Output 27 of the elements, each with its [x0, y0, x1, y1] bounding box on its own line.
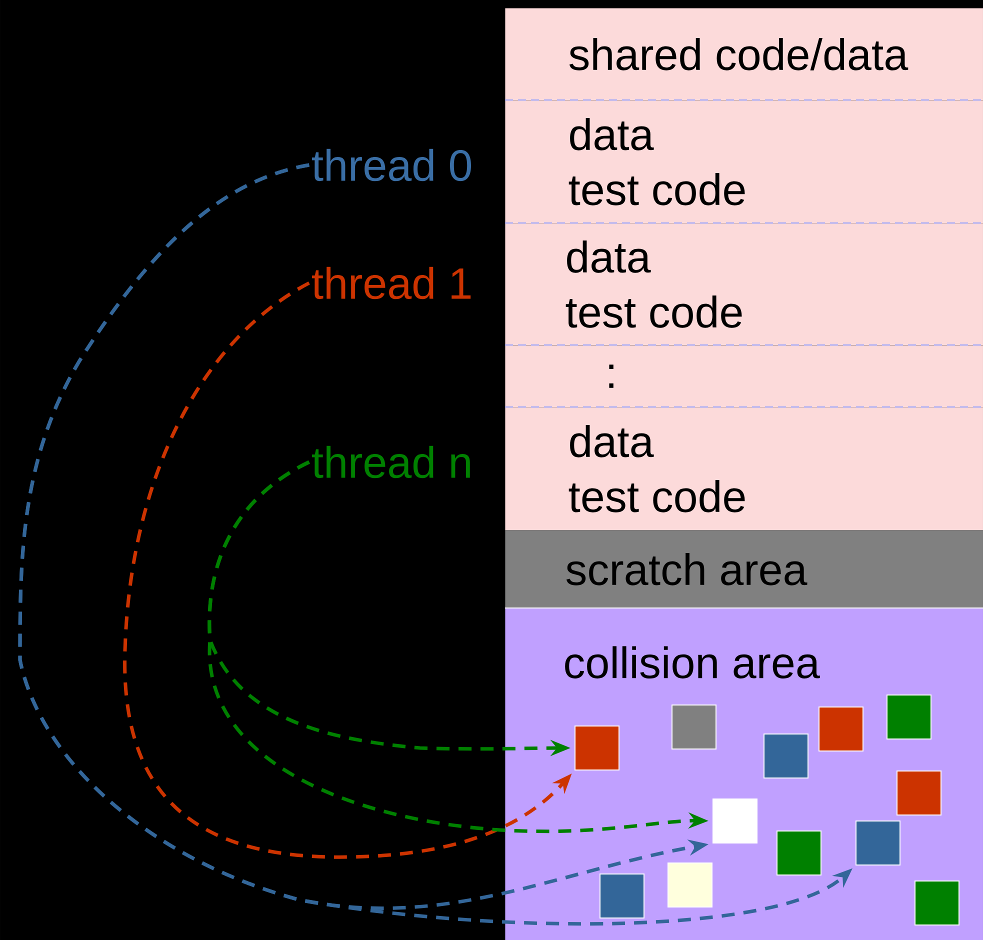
- square: [712, 798, 758, 844]
- node-label: test code: [568, 480, 745, 512]
- memory-region: shared code/data: [505, 8, 983, 100]
- square: [764, 734, 808, 778]
- square: [668, 862, 712, 908]
- thread-label: thread 1: [312, 266, 471, 300]
- node-label: data: [570, 425, 654, 458]
- thread-label: thread n: [312, 446, 470, 478]
- memory-region: data test code: [505, 223, 983, 346]
- node-label: data: [567, 240, 651, 273]
- square: [600, 874, 644, 918]
- thread-label: thread 0: [312, 148, 472, 182]
- node-label: data: [570, 118, 654, 150]
- square: [574, 726, 620, 770]
- node-label: test code: [566, 296, 742, 328]
- square: [886, 694, 932, 740]
- node-label: test code: [568, 173, 745, 206]
- square: [818, 706, 864, 752]
- square: [776, 830, 822, 876]
- square: [896, 770, 942, 816]
- memory-region: data test code: [505, 407, 983, 530]
- square: [856, 820, 900, 866]
- node-label: :: [609, 364, 614, 388]
- square: [914, 880, 960, 926]
- scratch-region: scratch area: [505, 530, 983, 608]
- square: [672, 704, 716, 750]
- memory-region: :: [505, 345, 983, 408]
